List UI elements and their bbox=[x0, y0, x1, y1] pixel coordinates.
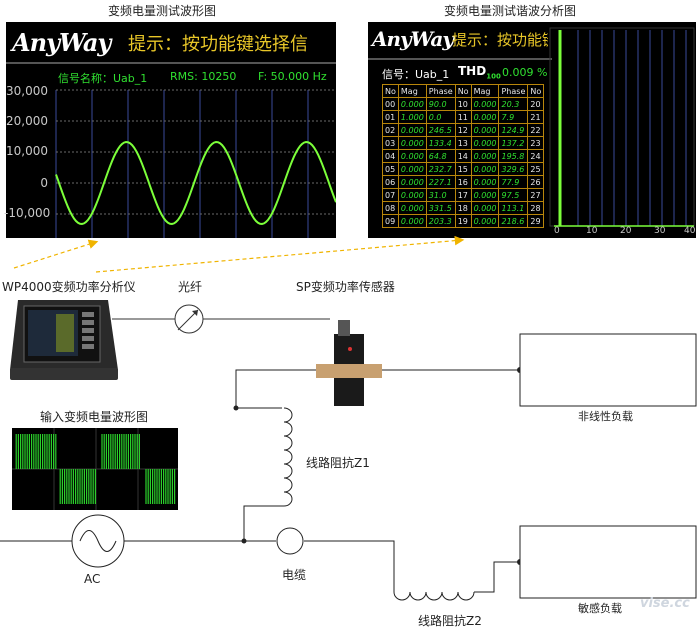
table-cell: 09 bbox=[382, 214, 399, 228]
rms-label: RMS: 10250 bbox=[170, 70, 237, 83]
impedance-z2-label: 线路阻抗Z2 bbox=[418, 614, 482, 628]
spectrum-screen: AnyWay 提示：按功能键 信号：Uab_1 THD100 0.009 % N… bbox=[368, 22, 696, 238]
input-waveform bbox=[12, 428, 178, 510]
waveform-title: 变频电量测试波形图 bbox=[108, 4, 217, 18]
waveform-screen-header: AnyWay 提示：按功能键选择信 bbox=[6, 22, 336, 64]
table-cell: 218.6 bbox=[498, 214, 529, 228]
analyzer-label: WP4000变频功率分析仪 bbox=[2, 280, 136, 294]
sensor-device bbox=[316, 320, 382, 406]
y-tick-label: 10,000 bbox=[6, 144, 48, 158]
thd-text: THD bbox=[458, 64, 487, 78]
y-tick-label: 30,000 bbox=[6, 84, 48, 98]
table-cell: 26 bbox=[527, 175, 545, 189]
sensor-label: SP变频功率传感器 bbox=[296, 280, 395, 294]
table-cell: 133.4 bbox=[425, 136, 456, 150]
table-cell: 0.0 bbox=[425, 110, 456, 124]
watermark: vise.cc bbox=[640, 596, 690, 611]
nonlinear-load-label: 非线性负载 bbox=[578, 410, 633, 423]
y-tick-label: 20,000 bbox=[6, 114, 48, 128]
table-cell: 203.3 bbox=[425, 214, 456, 228]
sensitive-load-box bbox=[519, 525, 697, 599]
cable-label: 电缆 bbox=[282, 568, 307, 582]
sine-wave bbox=[55, 140, 336, 226]
x-tick-label: 20 bbox=[620, 226, 632, 236]
ac-label: AC bbox=[84, 572, 101, 586]
y-tick-label: -10,000 bbox=[4, 206, 51, 220]
impedance-z1-label: 线路阻抗Z1 bbox=[306, 456, 370, 470]
input-waveform-label: 输入变频电量波形图 bbox=[40, 410, 149, 424]
signal-name-label: 信号名称：Uab_1 bbox=[58, 72, 148, 85]
cable-symbol bbox=[276, 527, 304, 555]
fiber-symbol bbox=[174, 304, 204, 334]
spectrum-title: 变频电量测试谐波分析图 bbox=[444, 4, 577, 18]
x-tick-label: 0 bbox=[554, 226, 560, 236]
x-tick-label: 40 bbox=[684, 226, 696, 236]
arrow-to-waveform bbox=[13, 239, 99, 269]
fiber-label: 光纤 bbox=[178, 280, 203, 294]
sensitive-load-label: 敏感负载 bbox=[578, 602, 622, 615]
anyway-logo: AnyWay bbox=[372, 27, 454, 51]
frequency-label: F: 50.000 Hz bbox=[258, 70, 327, 83]
waveform-plot bbox=[55, 89, 336, 238]
table-cell: 0.000 bbox=[397, 214, 427, 228]
table-cell: 29 bbox=[527, 214, 545, 228]
anyway-logo: AnyWay bbox=[12, 28, 111, 57]
table-cell: 0.000 bbox=[470, 214, 500, 228]
nonlinear-load-box bbox=[519, 333, 697, 407]
thd-value: 0.009 % bbox=[502, 66, 548, 79]
spectrum-signal-label: 信号：Uab_1 bbox=[382, 68, 450, 81]
waveform-hint: 提示：按功能键选择信 bbox=[128, 34, 308, 55]
analyzer-device bbox=[10, 300, 118, 380]
thd-subscript: 100 bbox=[486, 72, 501, 81]
arrow-to-spectrum bbox=[95, 235, 465, 273]
thd-label: THD100 bbox=[458, 64, 501, 80]
table-cell: 21 bbox=[527, 110, 545, 124]
ac-source bbox=[71, 514, 125, 568]
waveform-screen: AnyWay 提示：按功能键选择信 信号名称：Uab_1 RMS: 10250 … bbox=[4, 22, 336, 238]
spectrum-plot bbox=[549, 27, 695, 227]
y-tick-label: 0 bbox=[40, 176, 48, 190]
x-tick-label: 10 bbox=[586, 226, 598, 236]
spectrum-screen-header: AnyWay 提示：按功能键 bbox=[368, 22, 552, 60]
x-tick-label: 30 bbox=[654, 226, 666, 236]
spectrum-hint: 提示：按功能键 bbox=[452, 31, 548, 49]
